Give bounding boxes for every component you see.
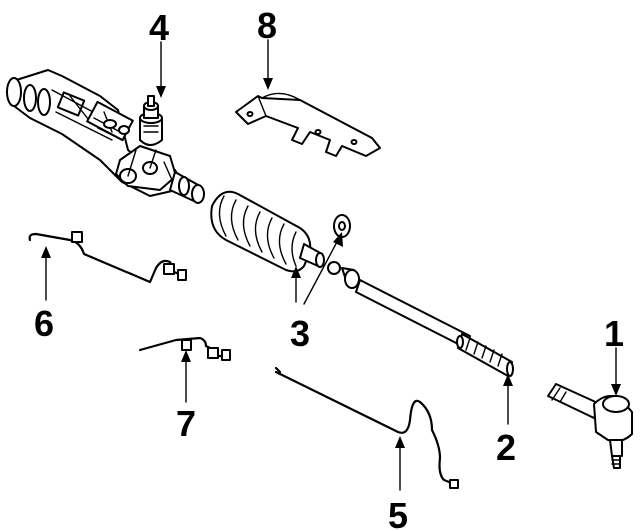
callout-part-2: 2 — [496, 427, 516, 468]
leader-lines — [41, 39, 621, 491]
steering-gear-housing — [6, 69, 205, 204]
outer-tie-rod-end — [547, 383, 633, 469]
short-line — [138, 336, 232, 361]
callout-part-7: 7 — [176, 403, 196, 444]
inner-tie-rod — [327, 261, 514, 377]
pressure-line — [274, 366, 459, 489]
callout-part-3: 3 — [290, 313, 310, 354]
bellows-boot — [210, 190, 325, 273]
callout-part-1: 1 — [604, 313, 624, 354]
callout-part-5: 5 — [388, 495, 408, 531]
callout-part-4: 4 — [149, 7, 169, 48]
callout-part-8: 8 — [257, 5, 277, 46]
return-line — [28, 231, 187, 284]
mounting-bracket — [235, 92, 381, 157]
callout-part-6: 6 — [34, 303, 54, 344]
